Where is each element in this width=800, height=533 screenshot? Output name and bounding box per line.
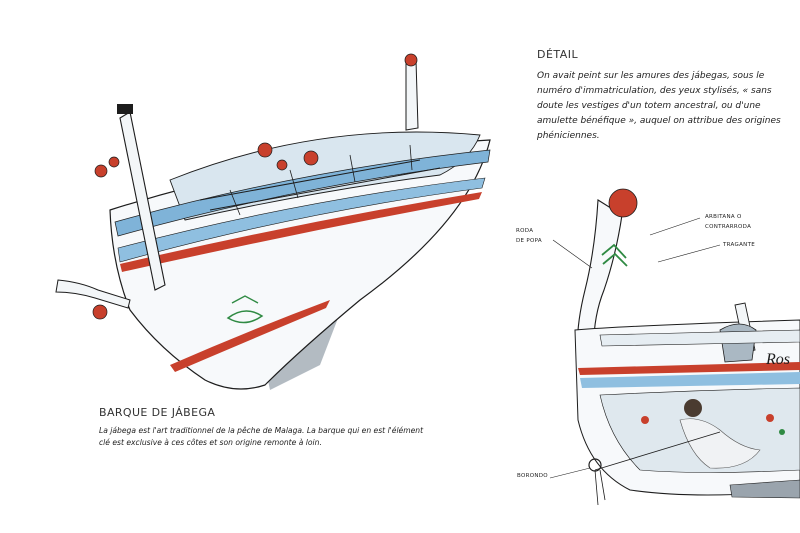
- label-tragante: TRAGANTE: [723, 242, 755, 248]
- detail-title: DÉTAIL: [537, 48, 579, 61]
- stern-detail-illustration: [549, 188, 800, 506]
- caption-title: BARQUE DE JÁBEGA: [99, 406, 216, 419]
- boat-hull: [55, 53, 491, 390]
- caption-text: La jábega est l'art traditionnel de la p…: [99, 426, 424, 447]
- boat-name-fragment: Ros: [765, 351, 790, 368]
- label-arbitana-line-2: CONTRARRODA: [705, 224, 752, 230]
- detail-text: On avait peint sur les amures des jábega…: [537, 71, 781, 141]
- label-roda-line-2: DE POPA: [516, 238, 542, 244]
- label-roda-line-1: RODA: [516, 228, 534, 234]
- label-arbitana-line-1: ARBITANA O: [705, 214, 742, 220]
- label-borondo: BORONDO: [517, 473, 548, 479]
- label-arbitana: ARBITANA O CONTRARRODA: [705, 212, 751, 232]
- label-roda: RODA DE POPA: [516, 226, 542, 246]
